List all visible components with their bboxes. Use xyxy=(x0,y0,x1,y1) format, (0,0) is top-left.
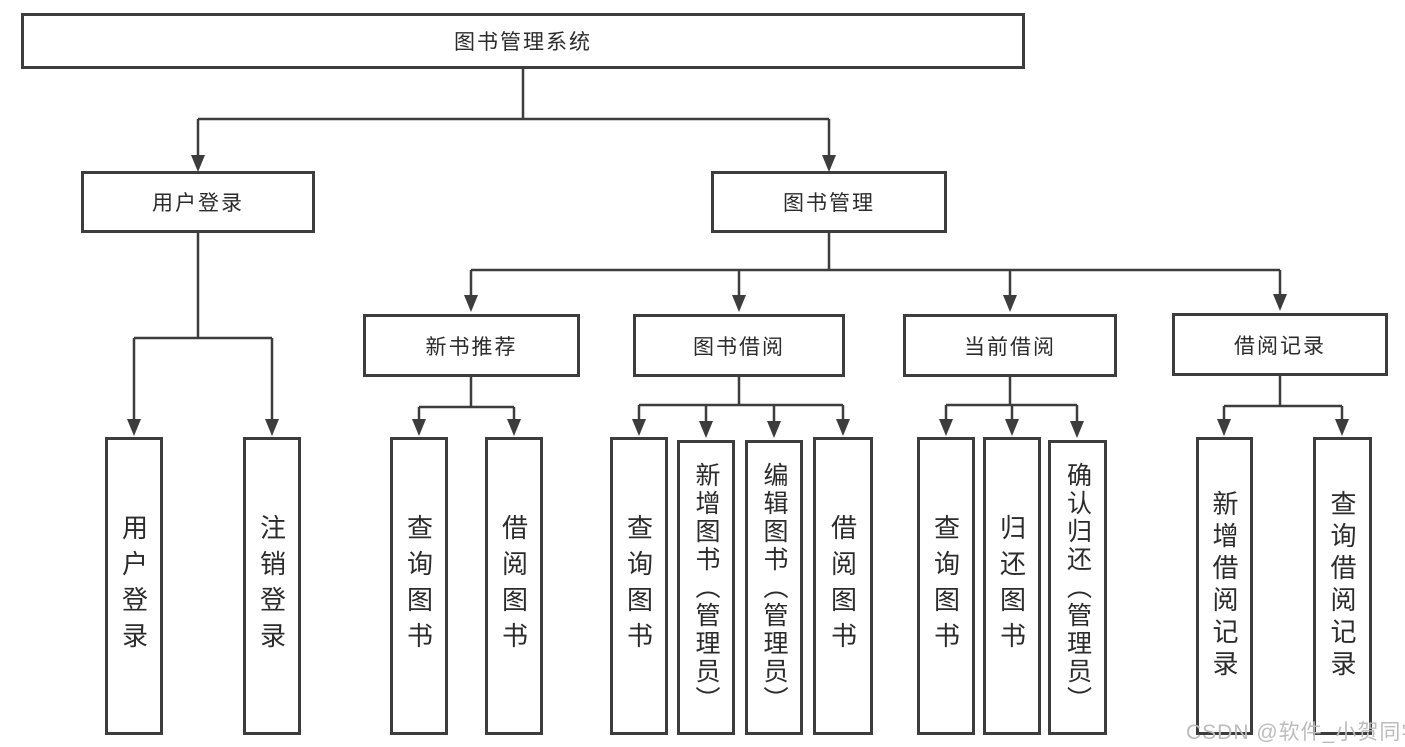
connector-book-borrowing xyxy=(639,377,843,407)
node-book-management: 图书管理 xyxy=(711,171,947,233)
node-new-book-recommend: 新书推荐 xyxy=(363,314,580,377)
connector-current-borrowing xyxy=(946,377,1077,407)
node-user-login: 用户登录 xyxy=(81,171,315,233)
leaf-borrowing-query-books: 查询图书 xyxy=(610,437,668,735)
node-book-borrowing: 图书借阅 xyxy=(633,314,845,377)
connector-root xyxy=(198,69,829,121)
leaf-newbook-query-books: 查询图书 xyxy=(390,437,448,735)
leaf-borrowing-add-books-admin: 新增图书（管理员） xyxy=(677,440,735,735)
connector-new-book xyxy=(419,377,514,409)
leaf-records-add-borrow-record: 新增借阅记录 xyxy=(1196,437,1253,735)
leaf-records-query-borrow-record: 查询借阅记录 xyxy=(1313,437,1372,735)
leaf-newbook-borrow-books: 借阅图书 xyxy=(485,437,543,735)
leaf-current-confirm-return-admin: 确认归还（管理员） xyxy=(1048,440,1107,735)
leaf-current-return-books: 归还图书 xyxy=(983,437,1041,735)
connector-user-login xyxy=(134,233,272,340)
leaf-borrowing-edit-books-admin: 编辑图书（管理员） xyxy=(745,440,803,735)
node-borrow-records: 借阅记录 xyxy=(1172,313,1388,376)
connector-book-management xyxy=(471,233,1280,272)
node-root: 图书管理系统 xyxy=(21,13,1025,69)
leaf-user-login: 用户登录 xyxy=(105,437,163,735)
node-current-borrowing: 当前借阅 xyxy=(903,314,1117,377)
leaf-current-query-books: 查询图书 xyxy=(917,437,975,735)
csdn-watermark: CSDN @软件_小贺同学 xyxy=(1186,721,1405,744)
connector-borrow-records xyxy=(1224,376,1342,408)
leaf-logout-login: 注销登录 xyxy=(243,437,301,735)
leaf-borrowing-borrow-books: 借阅图书 xyxy=(813,437,873,735)
